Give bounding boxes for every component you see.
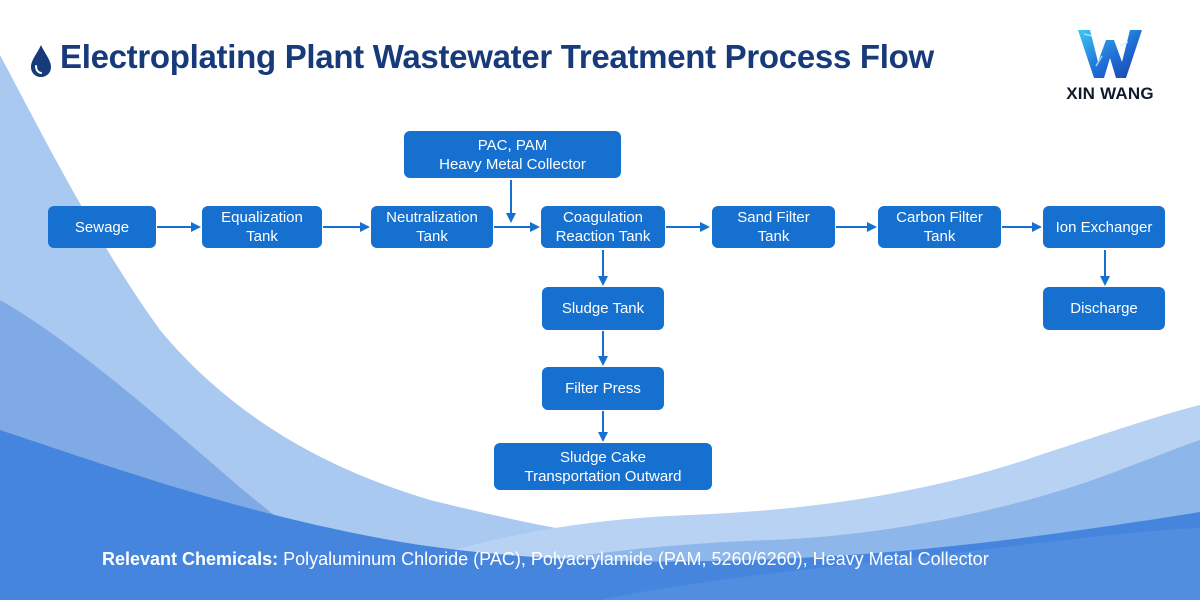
dark-wave-bottom bbox=[0, 430, 1200, 600]
ion-exchanger-box: Ion Exchanger bbox=[1043, 206, 1165, 248]
carbon-filter-tank-box: Carbon Filter Tank bbox=[878, 206, 1001, 248]
equalization-tank-box: Equalization Tank bbox=[202, 206, 322, 248]
sewage-box: Sewage bbox=[48, 206, 156, 248]
discharge-box: Discharge bbox=[1043, 287, 1165, 330]
neutralization-tank-box: Neutralization Tank bbox=[371, 206, 493, 248]
footer-chemicals-list: Polyaluminum Chloride (PAC), Polyacrylam… bbox=[278, 549, 989, 569]
chemicals-input-box: PAC, PAM Heavy Metal Collector bbox=[404, 131, 621, 178]
footer-label: Relevant Chemicals: bbox=[102, 549, 279, 569]
relevant-chemicals-footer: Relevant Chemicals: Polyaluminum Chlorid… bbox=[102, 549, 989, 570]
filter-press-box: Filter Press bbox=[542, 367, 664, 410]
logo-text: XIN WANG bbox=[1066, 84, 1154, 103]
sand-filter-tank-box: Sand Filter Tank bbox=[712, 206, 835, 248]
sludge-tank-box: Sludge Tank bbox=[542, 287, 664, 330]
accent-wave-bottom bbox=[600, 528, 1200, 600]
xin-wang-w-logo-icon bbox=[1078, 30, 1142, 78]
water-drop-icon bbox=[31, 45, 51, 77]
sludge-cake-transport-box: Sludge Cake Transportation Outward bbox=[494, 443, 712, 490]
company-logo: XIN WANG bbox=[1052, 26, 1168, 110]
page-title: Electroplating Plant Wastewater Treatmen… bbox=[60, 38, 934, 75]
coagulation-reaction-tank-box: Coagulation Reaction Tank bbox=[541, 206, 665, 248]
